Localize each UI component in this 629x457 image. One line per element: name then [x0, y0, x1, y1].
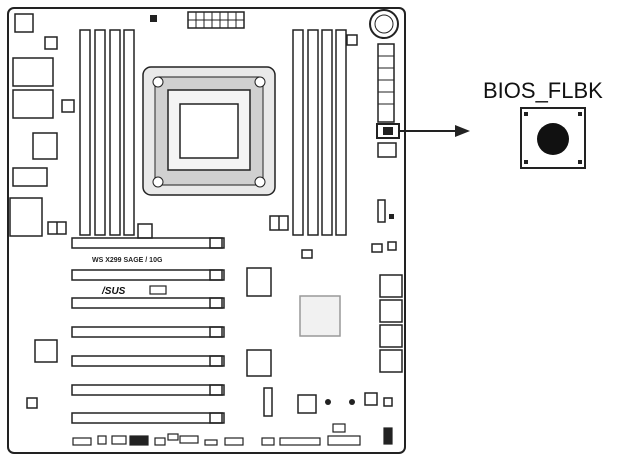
small-header: [387, 241, 397, 251]
audio-jack-block: [9, 197, 43, 237]
corner-header: [14, 13, 34, 33]
small-header: [44, 36, 58, 50]
cpu-socket: [142, 66, 276, 196]
small-header: [371, 243, 383, 253]
io-chip: [246, 349, 272, 377]
small-chip: [297, 394, 317, 414]
small-header: [346, 34, 358, 46]
io-port-block: [12, 89, 54, 119]
io-port-block: [12, 167, 48, 187]
m2-slot: [263, 387, 273, 417]
brand-logo: /SUS: [101, 286, 126, 297]
cpu-power-connector: [150, 15, 157, 22]
callout-arrowhead: [455, 125, 470, 137]
cmos-battery: [369, 9, 399, 39]
dimm-slots-left: [79, 29, 135, 236]
bottom-headers: [72, 423, 393, 446]
io-port-block: [12, 57, 54, 87]
pcie-slots: [71, 237, 225, 424]
small-header: [26, 397, 38, 409]
motherboard-outline: [7, 7, 406, 454]
dimm-slots-right: [292, 29, 347, 236]
front-panel-header: [377, 43, 395, 123]
small-header: [301, 249, 313, 259]
io-chip: [32, 132, 58, 160]
io-chip: [34, 339, 58, 363]
small-header: [61, 99, 75, 113]
push-button-icon: [520, 107, 586, 169]
header-block: [377, 142, 397, 158]
board-model-label: WS X299 SAGE / 10G: [92, 257, 163, 264]
small-header: [383, 397, 393, 407]
io-chip: [246, 267, 272, 297]
logo-glyph: [149, 285, 167, 295]
m2-slot: [377, 199, 386, 223]
chipset-heatsink: [299, 295, 341, 337]
small-chip: [364, 392, 378, 406]
bios-flbk-title: BIOS_FLBK: [483, 78, 603, 103]
sata-ports: [379, 274, 403, 373]
